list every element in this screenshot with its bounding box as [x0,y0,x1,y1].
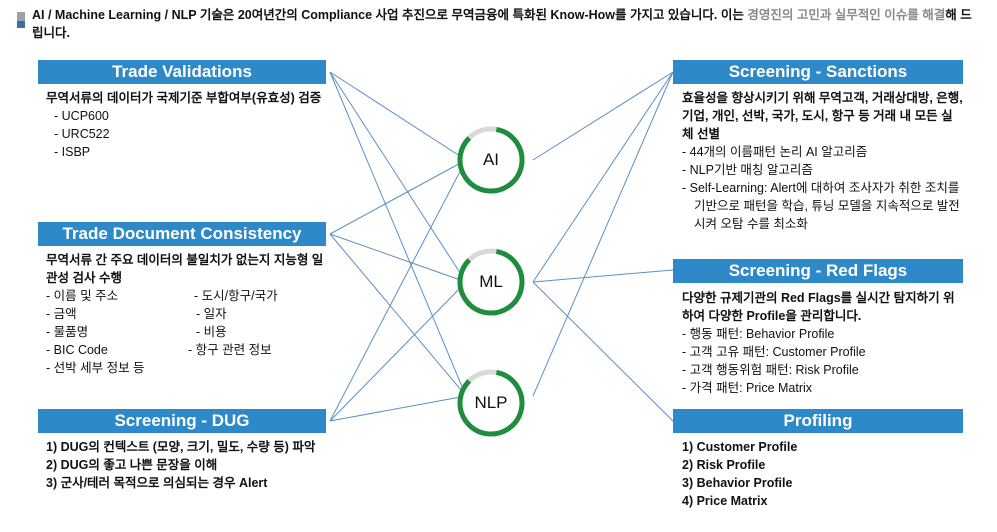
connector-line [329,395,467,422]
hub-label-nlp: NLP [474,393,508,412]
trade-doc-consistency-header: Trade Document Consistency [38,222,326,246]
bullet-marker-icon [17,12,25,28]
list-item: - 44개의 이름패턴 논리 AI 알고리즘 [682,145,868,159]
connector-line [329,281,467,422]
connector-line [532,269,674,283]
hub-label-ml: ML [479,272,503,291]
trade-doc-consistency-body: 무역서류 간 주요 데이터의 불일치가 없는지 지능형 일관성 검사 수행 - … [46,253,324,375]
list-item: - 일자 [196,307,227,321]
screening-dug-body: 1) DUG의 컨텍스트 (모양, 크기, 밀도, 수량 등) 파악 2) DU… [46,438,328,492]
list-item: - 고객 고유 패턴: Customer Profile [682,345,866,359]
screening-red-flags-body: 다양한 규제기관의 Red Flags를 실시간 탐지하기 위하여 다양한 Pr… [682,289,964,397]
list-item: 4) Price Matrix [682,494,768,508]
list-item: 3) Behavior Profile [682,476,793,490]
list-item: 2) Risk Profile [682,458,766,472]
intro-text: AI / Machine Learning / NLP 기술은 20여년간의 C… [32,8,972,40]
list-item: - 고객 행동위험 패턴: Risk Profile [682,363,859,377]
connector-line [329,71,467,161]
list-item: - 도시/항구/국가 [194,289,278,303]
connector-line [532,71,674,161]
list-item: 1) Customer Profile [682,440,798,454]
trade-validations-header: Trade Validations [38,60,326,84]
trade-validations-body: 무역서류의 데이터가 국제기준 부합여부(유효성) 검증 - UCP600 - … [46,89,328,161]
list-item: - UCP600 [54,109,109,123]
connector-line [329,159,467,422]
list-item: - 이름 및 주소 [46,289,119,303]
list-item: - 가격 패턴: Price Matrix [682,381,813,395]
list-item: - 항구 관련 정보 [188,343,272,357]
screening-sanctions-header: Screening - Sanctions [673,60,963,84]
list-item: 2) DUG의 좋고 나쁜 문장을 이해 [46,458,218,472]
screening-red-flags-header: Screening - Red Flags [673,259,963,283]
connector-line [329,233,467,397]
profiling-header: Profiling [673,409,963,433]
connector-line [329,159,467,235]
list-item: - 금액 [46,307,77,321]
connector-line [329,233,467,283]
list-item: - 행동 패턴: Behavior Profile [682,327,835,341]
list-item: - Self-Learning: Alert에 대하여 조사자가 취한 조치를 … [682,181,960,231]
connector-line [532,71,674,397]
list-item: - 선박 세부 정보 등 [46,361,145,375]
list-item: - URC522 [54,127,110,141]
list-item: 3) 군사/테러 목적으로 의심되는 경우 Alert [46,476,268,490]
profiling-body: 1) Customer Profile 2) Risk Profile 3) B… [682,438,964,510]
connector-lines [329,71,674,422]
list-item: - NLP기반 매칭 알고리즘 [682,163,813,177]
connector-line [532,281,674,422]
screening-dug-header: Screening - DUG [38,409,326,433]
list-item: - ISBP [54,145,91,159]
list-item: - 물품명 [46,325,89,339]
hub-ai [457,126,525,194]
screening-sanctions-body: 효율성을 향상시키기 위해 무역고객, 거래상대방, 은행, 기업, 개인, 선… [682,91,963,231]
connector-line [532,71,674,283]
list-item: - BIC Code [46,343,108,357]
connector-line [329,71,467,397]
list-item: 1) DUG의 컨텍스트 (모양, 크기, 밀도, 수량 등) 파악 [46,440,316,454]
connector-line [329,71,467,283]
hub-label-ai: AI [482,150,500,169]
list-item: - 비용 [196,325,227,339]
hub-nlp [457,369,525,437]
hub-ml [457,248,525,316]
